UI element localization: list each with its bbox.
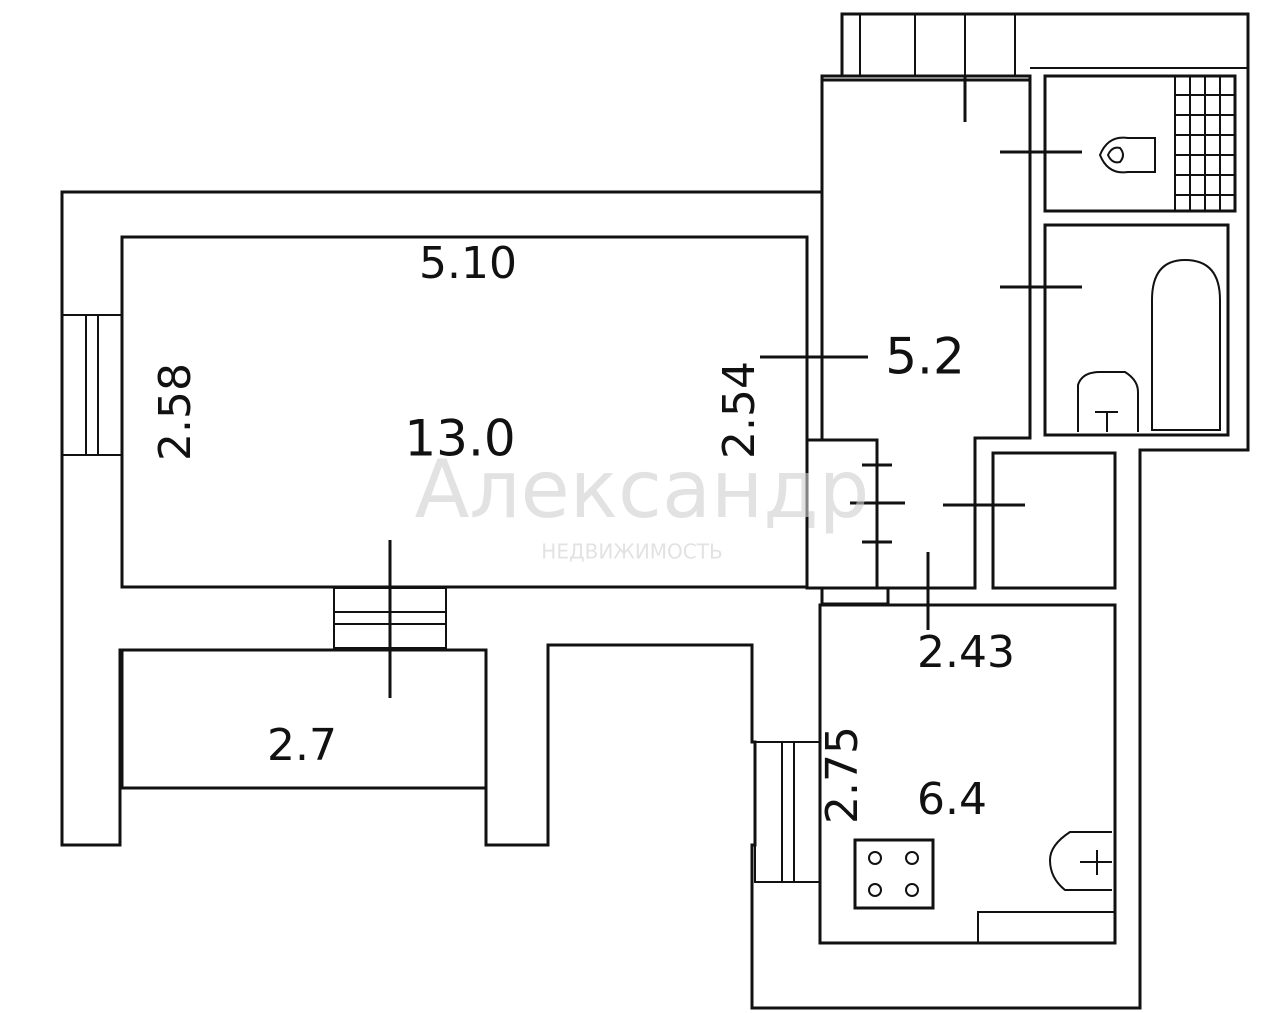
sink-icon	[1077, 371, 1139, 432]
tile-grid	[1174, 76, 1235, 211]
watermark: Александр НЕДВИЖИМОСТЬ	[415, 443, 870, 564]
bathroom	[1043, 223, 1230, 437]
kitchen-counter	[977, 911, 1116, 944]
stove-icon	[853, 838, 935, 910]
window-icon	[859, 14, 1248, 76]
kitchen-depth-label: 2.75	[817, 726, 868, 824]
balcony	[120, 648, 488, 790]
hall-width-label: 2.43	[917, 627, 1015, 678]
watermark-sub: НЕДВИЖИМОСТЬ	[541, 540, 722, 564]
walls	[60, 12, 1250, 1010]
storage-room	[991, 451, 1117, 590]
living-right-label: 2.54	[714, 361, 765, 459]
bathtub-icon	[1151, 258, 1221, 431]
toilet-icon	[1098, 136, 1156, 174]
sink-icon	[1048, 831, 1112, 891]
window-icon	[61, 314, 123, 456]
watermark-main: Александр	[415, 443, 870, 536]
living-area-label: 13.0	[404, 410, 515, 468]
toilet-room	[1043, 74, 1237, 213]
hallway-area-label: 5.2	[885, 328, 965, 386]
living-width-label: 5.10	[419, 238, 517, 289]
kitchen-area-label: 6.4	[917, 774, 987, 825]
living-room	[120, 235, 809, 589]
dimension-labels: 5.10 2.58 2.54 2.43 2.75	[150, 238, 1015, 824]
living-left-label: 2.58	[150, 363, 201, 461]
door-marker-icon	[388, 76, 1082, 698]
balcony-area-label: 2.7	[267, 720, 337, 771]
area-labels: 13.0 5.2 2.7 6.4	[267, 328, 987, 826]
window-icon	[754, 741, 821, 883]
